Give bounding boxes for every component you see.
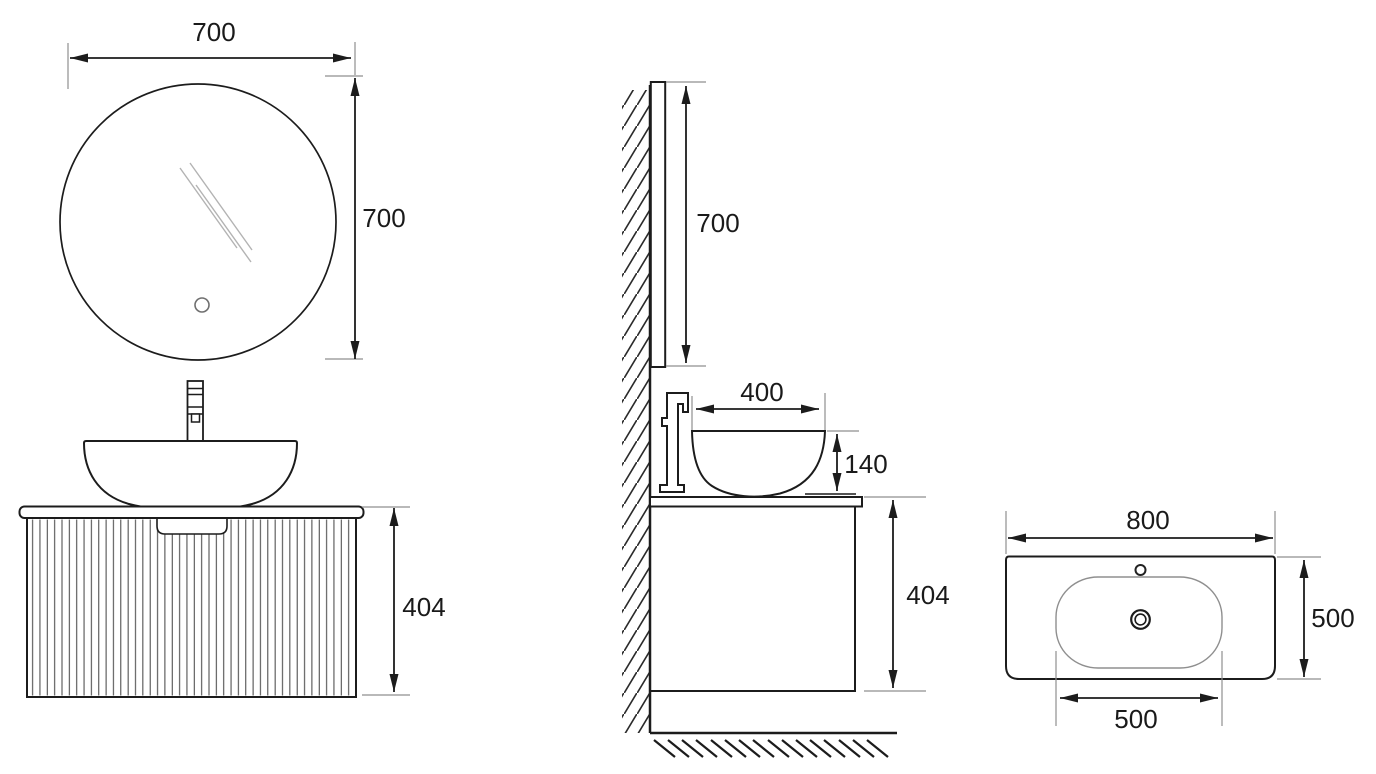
dim-label-cabinet-height: 404 — [906, 580, 949, 610]
dim-front-mirror-height: 700 — [325, 75, 406, 360]
dim-label-counter-depth: 500 — [1311, 603, 1354, 633]
dim-label-basin-cutout-width: 500 — [1114, 704, 1157, 734]
faucet-body — [186, 380, 204, 443]
dim-front-cabinet-height: 404 — [362, 506, 446, 696]
dim-label-basin-height: 140 — [844, 449, 887, 479]
faucet-spout-outlet — [190, 413, 201, 423]
dim-label-mirror-height: 700 — [696, 208, 739, 238]
countertop-front — [18, 505, 365, 519]
cabinet-side — [649, 505, 856, 692]
dim-label-mirror-height: 700 — [362, 203, 405, 233]
floor-hatching — [653, 739, 889, 758]
cabinet-fluted-front — [30, 519, 353, 696]
dim-side-mirror-height: 700 — [666, 81, 740, 367]
dim-side-basin-width: 400 — [691, 377, 826, 430]
drain-inner-ring — [1134, 613, 1147, 626]
top-view: 800 500 500 — [1005, 505, 1355, 734]
drain-hole — [1130, 609, 1151, 630]
mirror-side-profile — [649, 81, 667, 368]
wall-hatching — [622, 90, 649, 733]
countertop-side — [649, 496, 863, 508]
dim-label-mirror-width: 700 — [192, 17, 235, 47]
faucet-front — [186, 380, 204, 443]
dim-label-cabinet-height: 404 — [402, 592, 445, 622]
basin-side-profile — [690, 430, 827, 498]
basin-cutout-plan — [1055, 576, 1223, 669]
side-view: 700 400 140 404 — [622, 81, 950, 758]
dim-side-cabinet-height: 404 — [864, 496, 950, 692]
dim-label-counter-width: 800 — [1126, 505, 1169, 535]
dim-side-basin-height: 140 — [805, 430, 888, 495]
faucet-detail-lines — [187, 387, 203, 415]
dim-label-basin-width: 400 — [740, 377, 783, 407]
drain-outer-ring — [1130, 609, 1151, 630]
dim-top-basin-width: 500 — [1055, 651, 1223, 734]
round-mirror-front — [59, 83, 337, 361]
mirror-reflection-lines — [179, 162, 253, 263]
dim-top-counter-depth: 500 — [1277, 556, 1355, 680]
vessel-basin-front — [82, 440, 299, 512]
faucet-side-profile — [659, 392, 689, 493]
dim-top-counter-width: 800 — [1005, 505, 1276, 554]
front-view: 700 700 404 — [18, 17, 446, 698]
dim-front-mirror-width: 700 — [67, 17, 356, 89]
handle-notch — [156, 518, 228, 535]
mirror-touch-sensor — [194, 297, 210, 313]
faucet-hole — [1134, 564, 1147, 576]
